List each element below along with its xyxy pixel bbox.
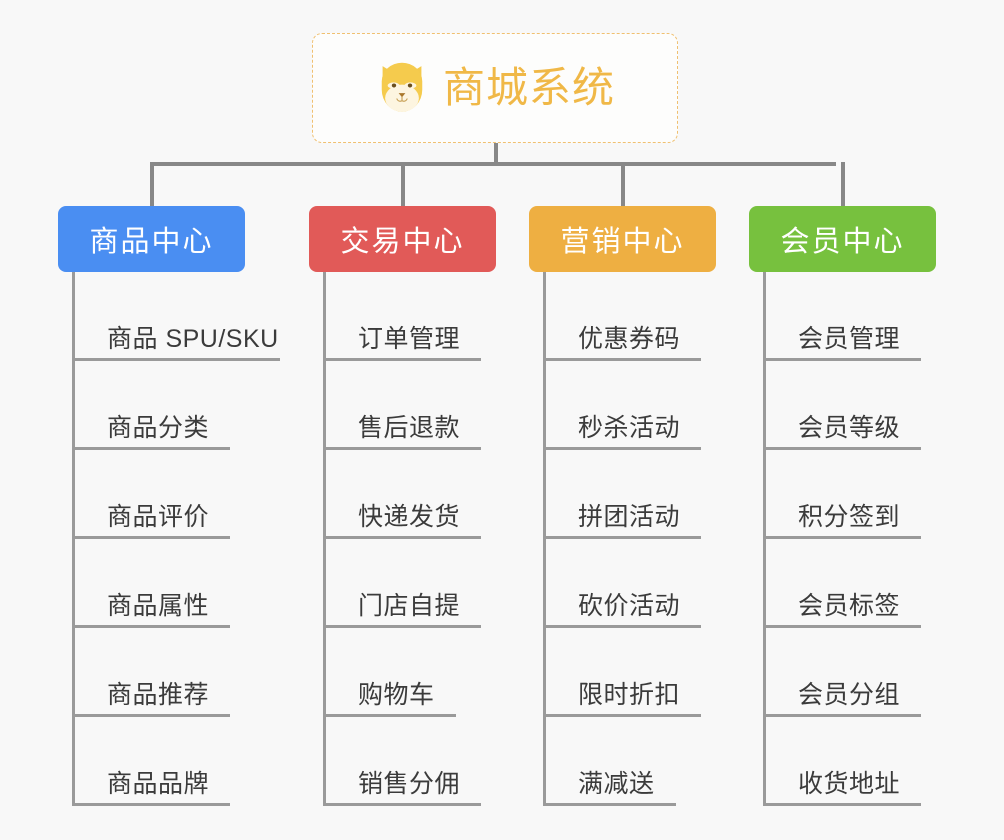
connector-drop-trade-center [400, 162, 405, 206]
connector-drop-member-center [840, 162, 845, 206]
leaf-item[interactable]: 满减送 [546, 717, 716, 806]
leaf-list-trade-center: 订单管理售后退款快递发货门店自提购物车销售分佣 [323, 272, 496, 806]
leaf-item[interactable]: 优惠券码 [546, 272, 716, 361]
leaf-item[interactable]: 快递发货 [326, 450, 496, 539]
leaf-label: 会员标签 [798, 592, 901, 620]
leaf-underline [75, 625, 230, 628]
leaf-item[interactable]: 订单管理 [326, 272, 496, 361]
leaf-item[interactable]: 商品推荐 [75, 628, 245, 717]
leaf-underline [75, 447, 230, 450]
leaf-item[interactable]: 销售分佣 [326, 717, 496, 806]
leaf-list-marketing-center: 优惠券码秒杀活动拼团活动砍价活动限时折扣满减送 [543, 272, 716, 806]
leaf-label: 会员等级 [798, 414, 901, 442]
leaf-label: 商品属性 [107, 592, 210, 620]
leaf-label: 拼团活动 [578, 503, 681, 531]
leaf-underline [326, 803, 481, 806]
leaf-item[interactable]: 收货地址 [766, 717, 936, 806]
leaf-label: 商品评价 [107, 503, 210, 531]
leaf-label: 积分签到 [798, 503, 901, 531]
leaf-label: 购物车 [358, 681, 435, 709]
leaf-underline [546, 447, 701, 450]
column-trade-center: 交易中心订单管理售后退款快递发货门店自提购物车销售分佣 [309, 206, 496, 806]
leaf-item[interactable]: 会员管理 [766, 272, 936, 361]
leaf-list-product-center: 商品 SPU/SKU 商品分类商品评价商品属性商品推荐商品品牌 [72, 272, 280, 806]
leaf-underline [766, 358, 921, 361]
leaf-label: 收货地址 [798, 770, 901, 798]
leaf-underline [546, 714, 701, 717]
category-header-trade-center[interactable]: 交易中心 [309, 206, 496, 272]
leaf-item[interactable]: 会员等级 [766, 361, 936, 450]
leaf-underline [326, 358, 481, 361]
leaf-item[interactable]: 商品评价 [75, 450, 245, 539]
leaf-label: 门店自提 [358, 592, 461, 620]
leaf-underline [326, 536, 481, 539]
leaf-underline [75, 358, 280, 361]
category-title: 商品中心 [89, 226, 214, 258]
leaf-label: 优惠券码 [578, 325, 681, 353]
leaf-item[interactable]: 砍价活动 [546, 539, 716, 628]
leaf-label: 满减送 [578, 770, 655, 798]
leaf-list-member-center: 会员管理会员等级积分签到会员标签会员分组收货地址 [763, 272, 936, 806]
leaf-item[interactable]: 商品分类 [75, 361, 245, 450]
leaf-label: 限时折扣 [578, 681, 681, 709]
leaf-underline [546, 625, 701, 628]
root-title: 商城系统 [442, 64, 615, 111]
shiba-dog-face-icon [375, 61, 429, 115]
leaf-underline [326, 625, 481, 628]
column-product-center: 商品中心商品 SPU/SKU 商品分类商品评价商品属性商品推荐商品品牌 [58, 206, 280, 806]
leaf-item[interactable]: 售后退款 [326, 361, 496, 450]
leaf-item[interactable]: 会员标签 [766, 539, 936, 628]
leaf-item[interactable]: 购物车 [326, 628, 496, 717]
column-member-center: 会员中心会员管理会员等级积分签到会员标签会员分组收货地址 [749, 206, 936, 806]
leaf-underline [766, 536, 921, 539]
leaf-item[interactable]: 拼团活动 [546, 450, 716, 539]
category-title: 会员中心 [780, 226, 905, 258]
leaf-underline [766, 803, 921, 806]
leaf-label: 商品分类 [107, 414, 210, 442]
leaf-label: 砍价活动 [578, 592, 681, 620]
leaf-item[interactable]: 商品品牌 [75, 717, 245, 806]
leaf-label: 商品 SPU/SKU [107, 325, 279, 353]
leaf-underline [766, 625, 921, 628]
root-node[interactable]: 商城系统 [312, 33, 678, 143]
connector-drop-marketing-center [620, 162, 625, 206]
leaf-item[interactable]: 商品 SPU/SKU [75, 272, 280, 361]
leaf-underline [766, 714, 921, 717]
leaf-underline [326, 447, 481, 450]
leaf-label: 会员分组 [798, 681, 901, 709]
leaf-label: 会员管理 [798, 325, 901, 353]
leaf-underline [766, 447, 921, 450]
leaf-label: 商品品牌 [107, 770, 210, 798]
category-title: 营销中心 [560, 226, 685, 258]
leaf-label: 商品推荐 [107, 681, 210, 709]
leaf-item[interactable]: 积分签到 [766, 450, 936, 539]
category-header-member-center[interactable]: 会员中心 [749, 206, 936, 272]
leaf-underline [546, 803, 676, 806]
leaf-item[interactable]: 秒杀活动 [546, 361, 716, 450]
leaf-label: 销售分佣 [358, 770, 461, 798]
leaf-label: 快递发货 [358, 503, 461, 531]
leaf-label: 秒杀活动 [578, 414, 681, 442]
leaf-underline [75, 714, 230, 717]
column-marketing-center: 营销中心优惠券码秒杀活动拼团活动砍价活动限时折扣满减送 [529, 206, 716, 806]
leaf-item[interactable]: 商品属性 [75, 539, 245, 628]
leaf-underline [326, 714, 456, 717]
leaf-label: 售后退款 [358, 414, 461, 442]
leaf-item[interactable]: 限时折扣 [546, 628, 716, 717]
leaf-underline [75, 536, 230, 539]
leaf-item[interactable]: 门店自提 [326, 539, 496, 628]
leaf-item[interactable]: 会员分组 [766, 628, 936, 717]
category-title: 交易中心 [340, 226, 465, 258]
leaf-underline [546, 536, 701, 539]
connector-root-stem [494, 143, 498, 166]
connector-horizontal-bus [150, 162, 836, 166]
category-header-product-center[interactable]: 商品中心 [58, 206, 245, 272]
connector-drop-product-center [149, 162, 154, 206]
leaf-label: 订单管理 [358, 325, 461, 353]
category-header-marketing-center[interactable]: 营销中心 [529, 206, 716, 272]
leaf-underline [75, 803, 230, 806]
leaf-underline [546, 358, 701, 361]
